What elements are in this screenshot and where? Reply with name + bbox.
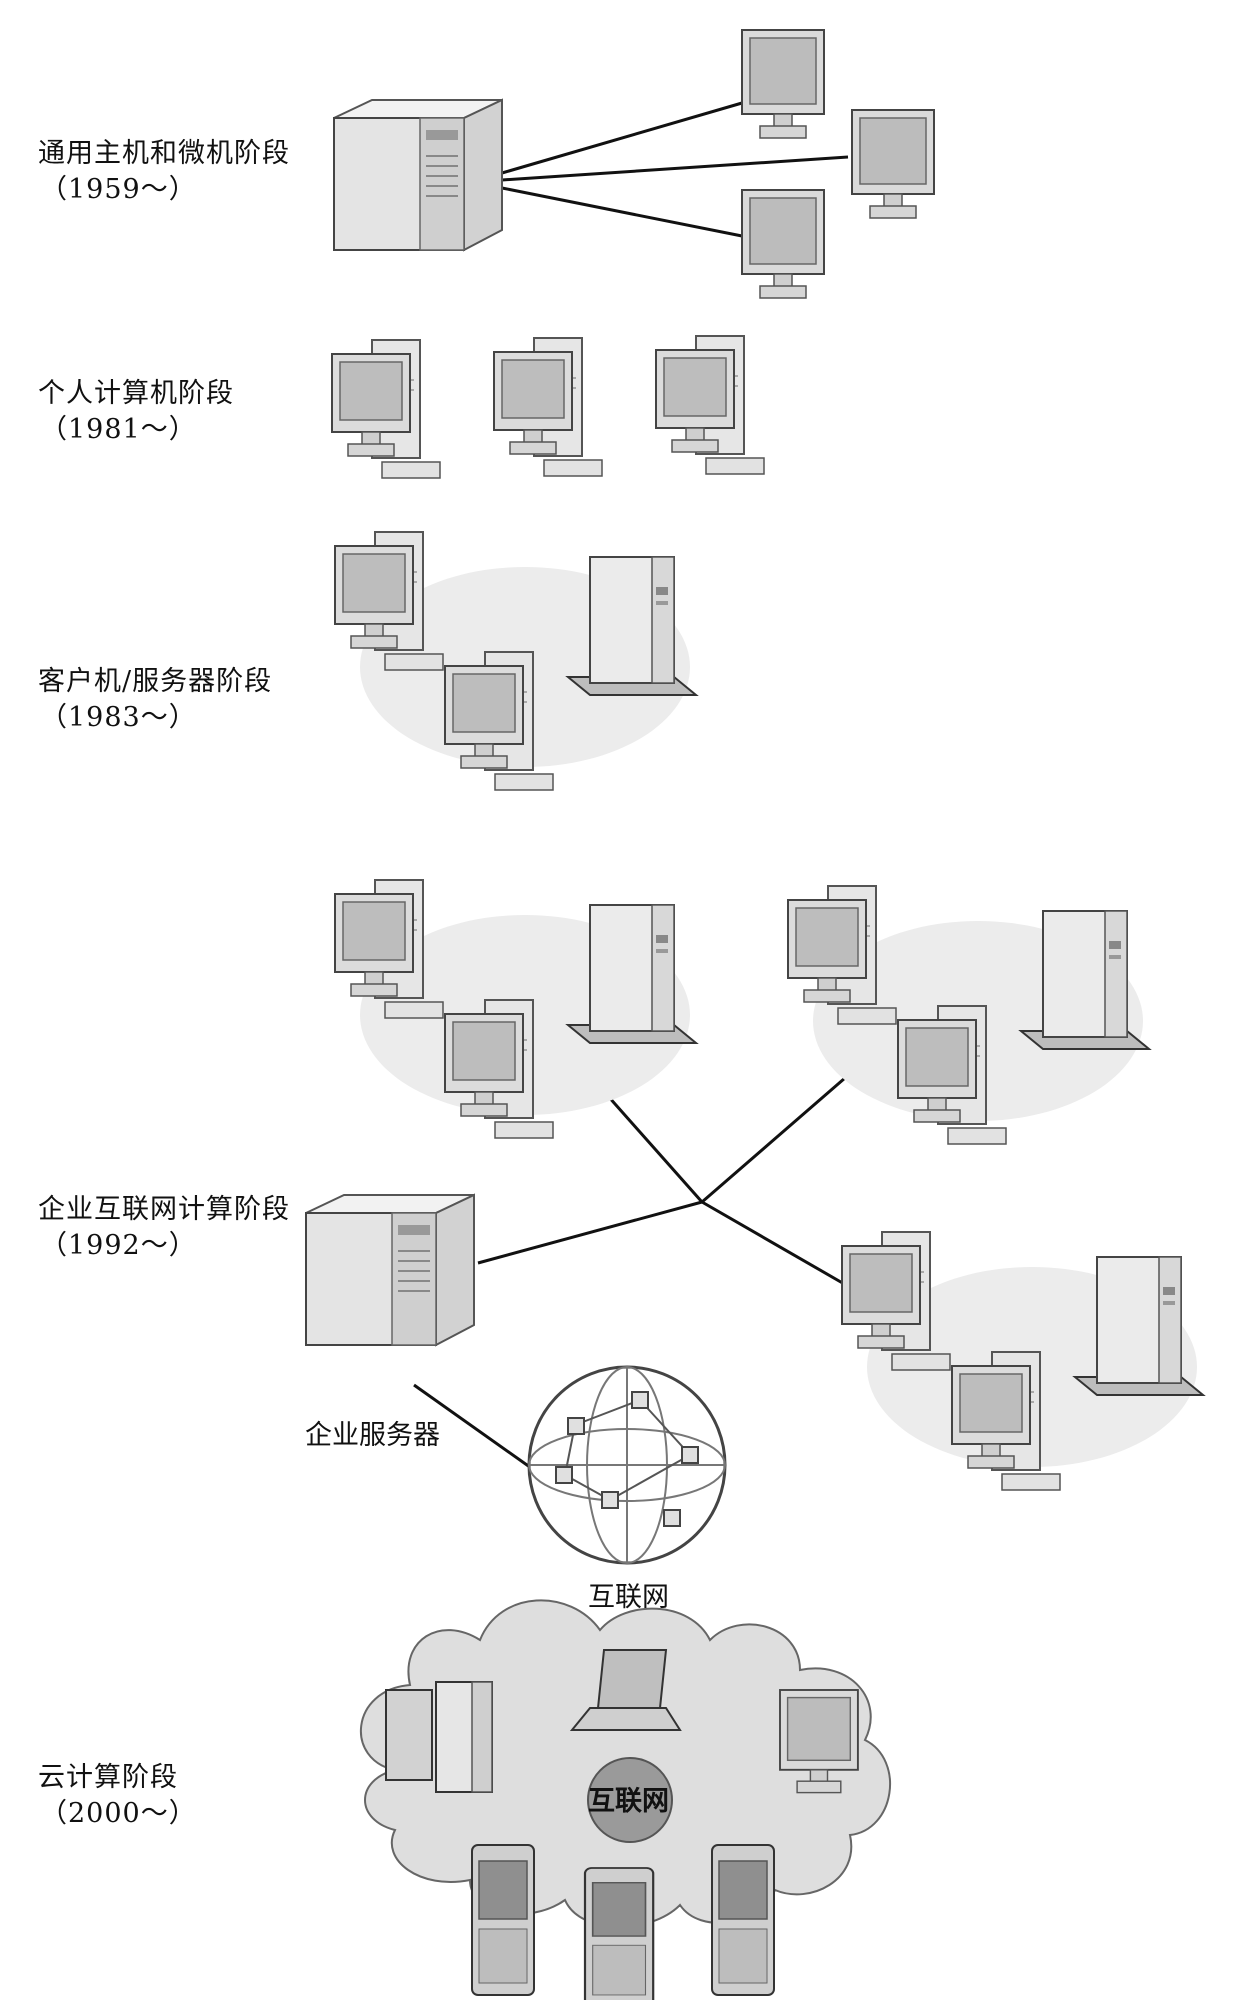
stage5-graphic [360, 1599, 891, 2004]
stage-year: （1992～） [40, 1230, 197, 1261]
stage-label-personal-computer: 个人计算机阶段 （1981～） [38, 376, 234, 448]
cloud-server-icon [385, 1681, 493, 1793]
cloud-internet-label: 互联网 [588, 1786, 669, 1817]
stage-year: （1983～） [40, 702, 197, 733]
stage-title: 通用主机和微机阶段 [38, 138, 290, 169]
stage-title: 个人计算机阶段 [38, 378, 234, 409]
stage-title: 企业互联网计算阶段 [38, 1194, 290, 1225]
stage-label-client-server: 客户机/服务器阶段 （1983～） [38, 664, 272, 736]
stage-title: 客户机/服务器阶段 [38, 666, 273, 697]
stage3-graphic [335, 532, 696, 790]
stage-label-mainframe: 通用主机和微机阶段 （1959～） [38, 136, 290, 208]
stage-label-cloud: 云计算阶段 （2000～） [38, 1760, 197, 1832]
internet-label: 互联网 [588, 1582, 669, 1613]
stage2-graphic [331, 335, 765, 479]
cloud-laptop-icon [569, 1649, 682, 1731]
stage-label-enterprise-internet: 企业互联网计算阶段 （1992～） [38, 1192, 290, 1264]
stage-title: 云计算阶段 [38, 1762, 178, 1793]
stage1-graphic [333, 29, 935, 299]
enterprise-server-label: 企业服务器 [305, 1420, 440, 1451]
stage4-graphic [305, 880, 1203, 1565]
stage-year: （1981～） [40, 414, 197, 445]
internet-globe [527, 1365, 727, 1565]
stage-year: （2000～） [40, 1798, 197, 1829]
stage-year: （1959～） [40, 174, 197, 205]
